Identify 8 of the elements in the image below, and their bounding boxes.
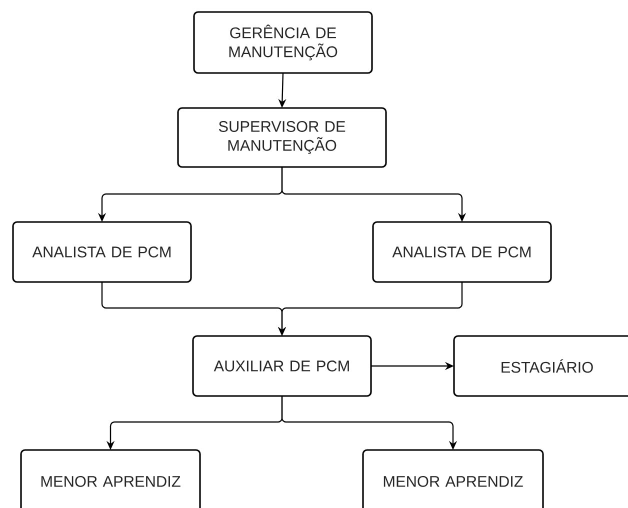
org-box: ESTAGIÁRIO [453,335,628,397]
org-box: ANALISTA DE PCM [372,221,552,283]
org-box: AUXILIAR DE PCM [192,335,372,397]
org-box: GERÊNCIA DE MANUTENÇÃO [193,11,373,74]
org-box: MENOR APRENDIZ [20,449,201,508]
org-box: ANALISTA DE PCM [12,221,192,283]
org-box: SUPERVISOR DE MANUTENÇÃO [177,107,387,168]
org-box: MENOR APRENDIZ [362,449,544,508]
